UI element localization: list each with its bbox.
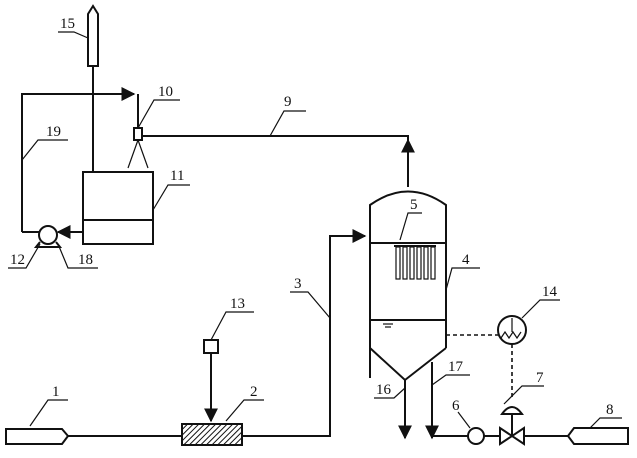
recirculation-pipe	[21, 93, 132, 232]
absorption-tank	[82, 171, 154, 245]
exhaust-stack	[87, 4, 99, 67]
dosing-device	[203, 339, 219, 354]
feed-tank	[5, 428, 70, 445]
spray-nozzle	[127, 127, 149, 169]
label-14: 14	[542, 284, 558, 300]
reactor-vessel	[369, 190, 447, 382]
product-tank	[566, 427, 629, 445]
label-10: 10	[158, 84, 173, 100]
label-leaders	[8, 31, 622, 429]
label-7: 7	[536, 370, 544, 386]
label-18: 18	[78, 252, 93, 268]
gas-pipe	[143, 135, 409, 140]
label-13: 13	[230, 296, 245, 312]
label-5: 5	[410, 197, 418, 213]
label-9: 9	[284, 94, 292, 110]
mixer-unit	[181, 423, 243, 446]
label-16: 16	[376, 382, 392, 398]
membrane-module	[394, 245, 436, 280]
label-12: 12	[10, 252, 25, 268]
label-1: 1	[52, 384, 60, 400]
pipe-mixer-to-reactor	[242, 229, 367, 437]
label-11: 11	[170, 168, 184, 184]
label-17: 17	[448, 359, 464, 375]
label-4: 4	[462, 252, 470, 268]
label-8: 8	[606, 402, 614, 418]
level-controller	[497, 315, 527, 345]
liquid-level-symbol	[383, 323, 393, 328]
label-15: 15	[60, 16, 75, 32]
permeate-pump	[467, 427, 485, 445]
label-3: 3	[294, 276, 302, 292]
label-2: 2	[250, 384, 258, 400]
label-6: 6	[452, 398, 460, 414]
label-19: 19	[46, 124, 61, 140]
control-valve	[499, 406, 525, 446]
